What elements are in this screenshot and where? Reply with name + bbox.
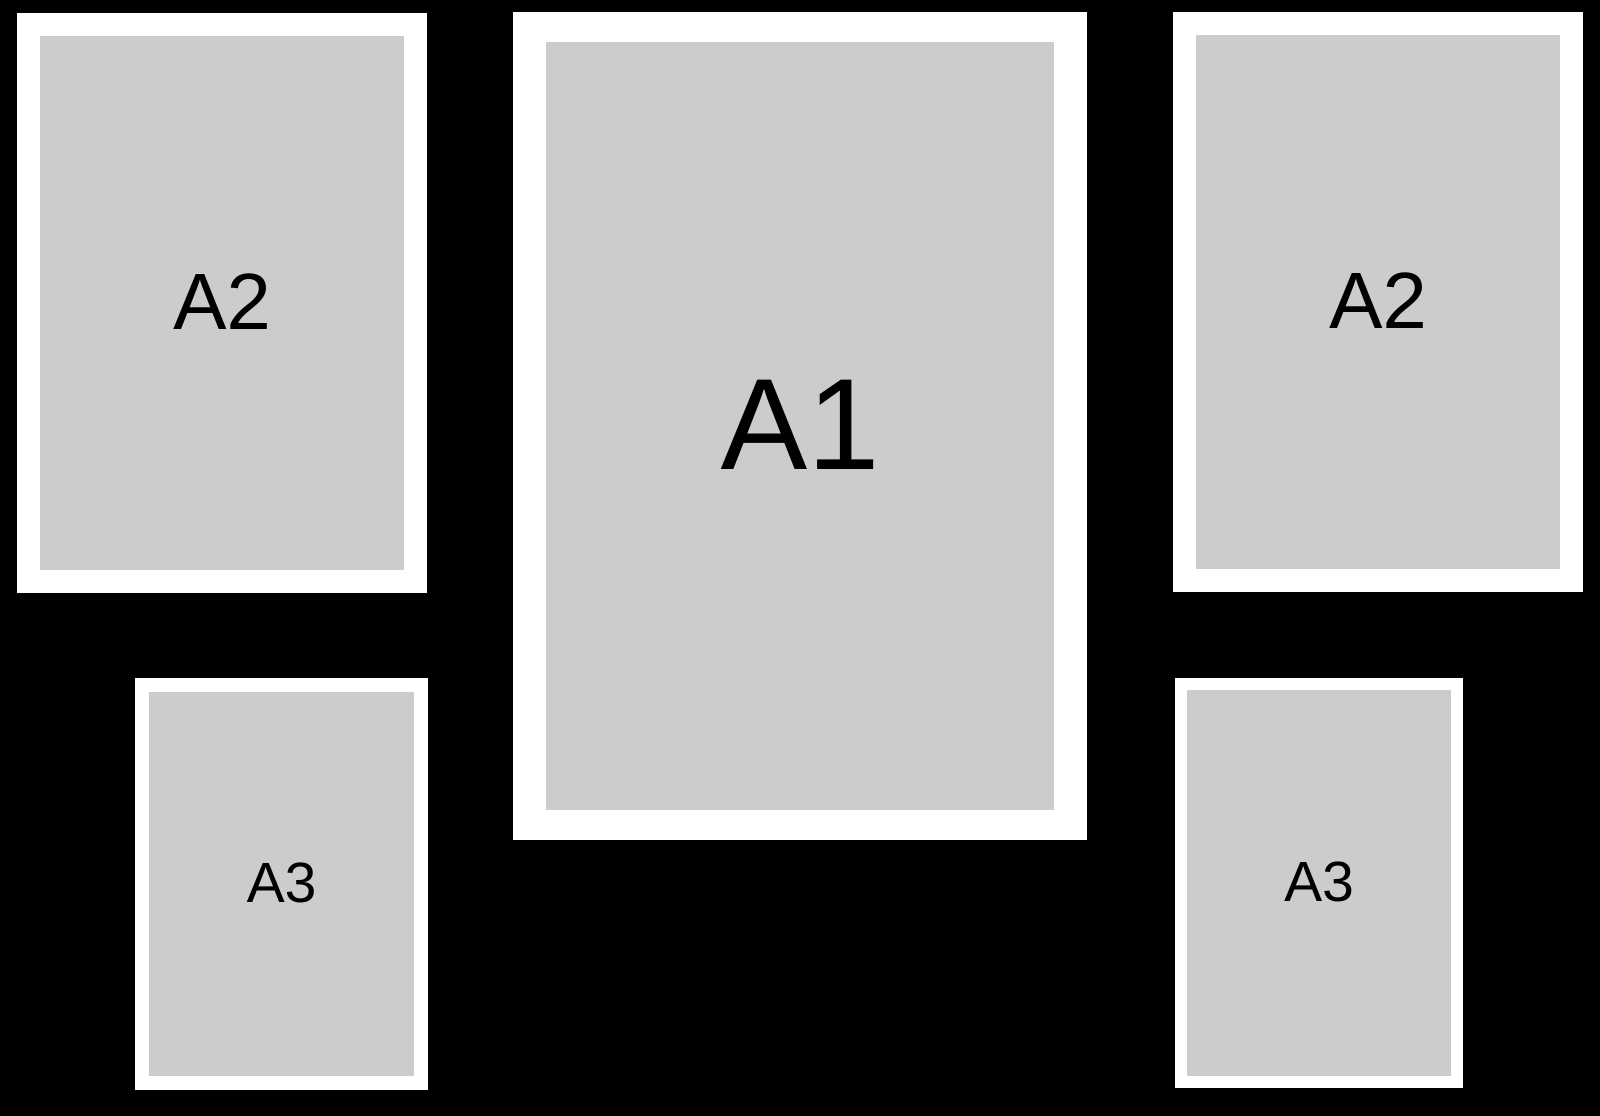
paper-size-label-a1-center: A1 <box>720 351 880 498</box>
paper-sheet-a3-bottom-right: A3 <box>1187 690 1451 1076</box>
paper-frame-a2-top-left: A2 <box>17 13 427 593</box>
paper-sheet-a1-center: A1 <box>546 42 1054 810</box>
paper-size-label-a2-top-left: A2 <box>173 256 271 346</box>
paper-frame-a1-center: A1 <box>513 12 1087 840</box>
paper-sheet-a2-top-left: A2 <box>40 36 404 570</box>
paper-size-label-a3-bottom-right: A3 <box>1284 849 1354 914</box>
paper-size-label-a2-top-right: A2 <box>1329 255 1427 345</box>
paper-frame-a3-bottom-right: A3 <box>1175 678 1463 1088</box>
paper-sheet-a3-bottom-left: A3 <box>149 692 414 1076</box>
paper-sheet-a2-top-right: A2 <box>1196 35 1560 569</box>
paper-frame-a3-bottom-left: A3 <box>135 678 428 1090</box>
paper-size-label-a3-bottom-left: A3 <box>246 850 317 915</box>
paper-frame-a2-top-right: A2 <box>1173 12 1583 592</box>
